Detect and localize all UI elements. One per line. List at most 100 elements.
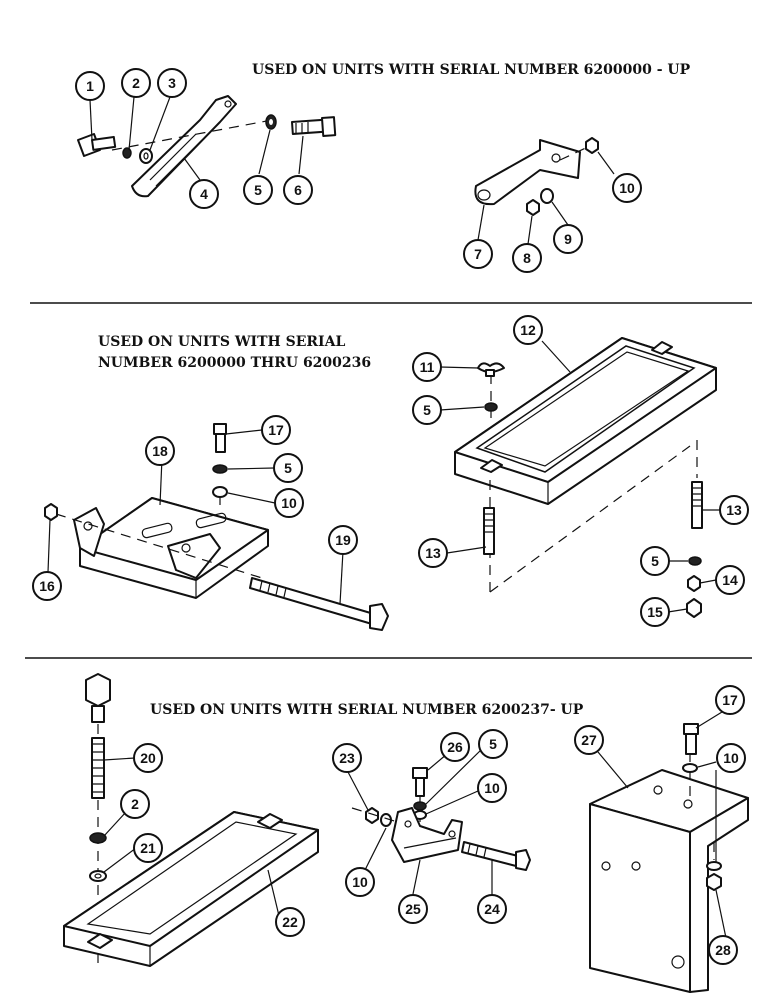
callout-13-left: 13: [418, 538, 448, 568]
part-22-battery-tray: [63, 811, 319, 967]
part-3-flat-washer: [139, 148, 153, 164]
part-26-bolt: [412, 767, 428, 797]
part-23-nut: [365, 807, 379, 824]
svg-text:5: 5: [284, 460, 292, 476]
part-5-washer-s2c: [212, 464, 228, 474]
section2-caption-line2: NUMBER 6200000 THRU 6200236: [98, 355, 371, 371]
part-5-washer-s2a: [484, 402, 498, 412]
svg-text:20: 20: [140, 750, 156, 766]
part-13-stud-left: [483, 507, 495, 555]
callout-28: 28: [708, 935, 738, 965]
callout-12: 12: [513, 315, 543, 345]
callout-21: 21: [133, 833, 163, 863]
callout-27: 27: [574, 725, 604, 755]
callout-6: 6: [283, 175, 313, 205]
callout-17-s3: 17: [715, 685, 745, 715]
callout-4: 4: [189, 179, 219, 209]
part-7-angle-bracket: [474, 139, 581, 206]
callout-5: 5: [243, 175, 273, 205]
svg-text:5: 5: [651, 553, 659, 569]
svg-text:10: 10: [281, 495, 297, 511]
svg-text:18: 18: [152, 443, 168, 459]
callout-22: 22: [275, 907, 305, 937]
section1-leaders: [89, 96, 615, 245]
svg-text:14: 14: [722, 572, 738, 588]
svg-text:6: 6: [294, 182, 302, 198]
callout-19: 19: [328, 525, 358, 555]
part-17-bolt: [213, 423, 227, 453]
callout-10-s3b: 10: [345, 867, 375, 897]
svg-text:7: 7: [474, 246, 482, 262]
svg-text:3: 3: [168, 75, 176, 91]
svg-text:2: 2: [132, 75, 140, 91]
callout-23: 23: [332, 743, 362, 773]
svg-text:28: 28: [715, 942, 731, 958]
section2-caption-line1: USED ON UNITS WITH SERIAL: [98, 334, 345, 350]
part-25-bracket: [391, 807, 463, 863]
part-18-mounting-plate: [73, 497, 269, 599]
svg-text:17: 17: [268, 422, 284, 438]
assembly-line-s2b: [489, 445, 691, 593]
callout-1: 1: [75, 71, 105, 101]
callout-18: 18: [145, 436, 175, 466]
svg-text:1: 1: [86, 78, 94, 94]
callout-10-s3c: 10: [716, 743, 746, 773]
svg-text:10: 10: [352, 874, 368, 890]
part-5-washer-s2b: [688, 556, 702, 566]
callout-3: 3: [157, 68, 187, 98]
part-10-nut: [585, 137, 599, 154]
callout-2-s3: 2: [120, 789, 150, 819]
part-5-washer-s3: [413, 801, 427, 811]
svg-text:8: 8: [523, 250, 531, 266]
callout-17: 17: [261, 415, 291, 445]
svg-text:2: 2: [131, 796, 139, 812]
part-5-washer: [265, 114, 277, 130]
part-1-bolt: [77, 133, 117, 157]
callout-20: 20: [133, 743, 163, 773]
svg-text:19: 19: [335, 532, 351, 548]
part-19-long-bolt: [249, 577, 389, 631]
part-10-washer-s2: [212, 486, 228, 498]
callout-5-s2a: 5: [412, 395, 442, 425]
svg-text:13: 13: [726, 502, 742, 518]
callout-10-s2: 10: [274, 488, 304, 518]
part-8-nut: [526, 199, 540, 216]
callout-13-right: 13: [719, 495, 749, 525]
svg-text:23: 23: [339, 750, 355, 766]
callout-10-s3a: 10: [477, 773, 507, 803]
part-4-slotted-bar: [131, 95, 237, 198]
part-2-lock-washer-s3: [89, 832, 107, 844]
part-10-washer-s3c: [682, 763, 698, 773]
svg-text:10: 10: [484, 780, 500, 796]
part-6-bolt: [291, 116, 337, 137]
part-20-bolt: [85, 673, 111, 799]
svg-text:16: 16: [39, 578, 55, 594]
callout-5-s2c: 5: [273, 453, 303, 483]
svg-text:26: 26: [447, 739, 463, 755]
svg-text:24: 24: [484, 901, 500, 917]
svg-text:5: 5: [254, 182, 262, 198]
part-21-washer: [89, 870, 107, 882]
part-11-wing-nut: [477, 362, 505, 377]
part-13-stud-right: [691, 481, 703, 529]
svg-text:25: 25: [405, 901, 421, 917]
callout-2: 2: [121, 68, 151, 98]
part-12-battery-tray: [454, 337, 717, 505]
svg-text:4: 4: [200, 186, 208, 202]
svg-text:22: 22: [282, 914, 298, 930]
part-9-washer: [540, 188, 554, 204]
callout-24: 24: [477, 894, 507, 924]
part-15-nut: [686, 598, 702, 618]
section3-leaders: [103, 711, 727, 939]
svg-text:5: 5: [489, 736, 497, 752]
callout-14: 14: [715, 565, 745, 595]
svg-text:13: 13: [425, 545, 441, 561]
svg-text:10: 10: [619, 180, 635, 196]
svg-text:27: 27: [581, 732, 597, 748]
callout-10: 10: [612, 173, 642, 203]
assembly-line-s1b: [559, 145, 591, 161]
section3-caption: USED ON UNITS WITH SERIAL NUMBER 6200237…: [150, 702, 584, 718]
svg-text:21: 21: [140, 840, 156, 856]
part-27-support-bracket: [589, 769, 749, 993]
